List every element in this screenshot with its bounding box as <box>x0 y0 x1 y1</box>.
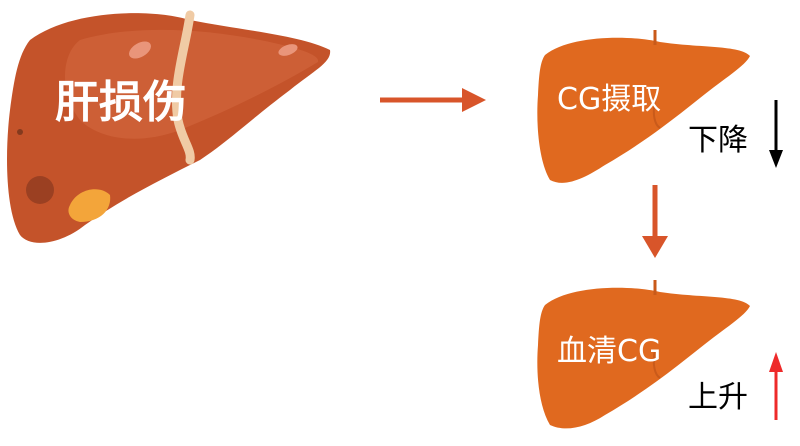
liver-cg-uptake-illustration <box>537 30 750 183</box>
serum-cg-label: 血清CG <box>557 334 662 369</box>
down-flow-arrow <box>642 185 668 258</box>
increase-label: 上升 <box>688 380 748 415</box>
cg-uptake-label: CG摄取 <box>557 82 662 117</box>
decrease-arrow-icon <box>769 100 783 168</box>
liver-injury-label: 肝损伤 <box>55 77 187 128</box>
damaged-liver-illustration <box>7 10 331 243</box>
increase-arrow-icon <box>769 352 783 420</box>
right-arrow <box>380 88 486 112</box>
liver-serum-cg-illustration <box>537 280 750 429</box>
decrease-label: 下降 <box>688 123 748 158</box>
